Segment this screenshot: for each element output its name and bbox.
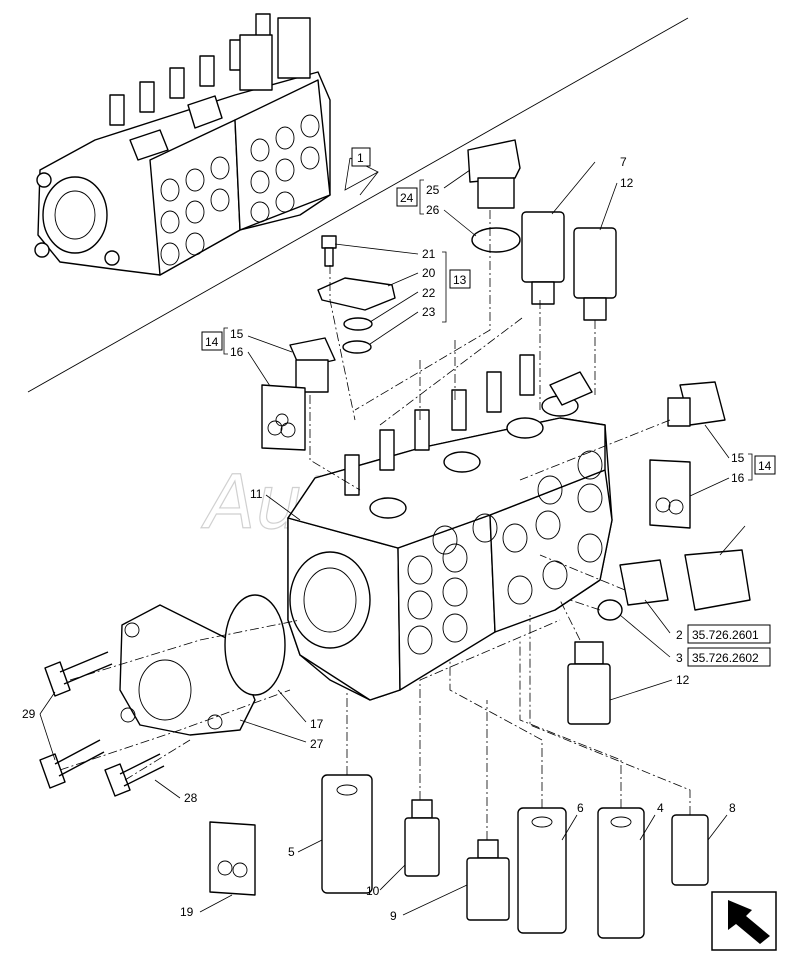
back-arrow-icon bbox=[711, 891, 777, 951]
callout-26: 26 bbox=[426, 203, 440, 217]
callout-19: 19 bbox=[180, 905, 194, 919]
callout-15-left: 15 bbox=[230, 327, 244, 341]
box-14-right: 14 bbox=[754, 455, 776, 475]
callout-2: 2 bbox=[676, 628, 683, 642]
cartridge-7 bbox=[521, 211, 565, 305]
callout-11: 11 bbox=[250, 487, 263, 501]
brackets bbox=[223, 179, 753, 481]
callout-12-mid: 12 bbox=[676, 673, 690, 687]
callout-3: 3 bbox=[676, 651, 683, 665]
ring-22 bbox=[343, 317, 373, 331]
bolts-29 bbox=[39, 651, 113, 789]
flange-27 bbox=[119, 604, 256, 736]
assembly-lines bbox=[59, 210, 691, 840]
callout-10: 10 bbox=[366, 884, 380, 898]
callout-22: 22 bbox=[422, 286, 436, 300]
cartridge-8 bbox=[671, 814, 709, 886]
ref-35-726-2601: 35.726.2601 bbox=[687, 624, 771, 644]
callout-29: 29 bbox=[22, 707, 36, 721]
svg-text:14: 14 bbox=[205, 335, 219, 349]
svg-text:13: 13 bbox=[453, 273, 467, 287]
callout-5: 5 bbox=[288, 845, 295, 859]
callout-27: 27 bbox=[310, 737, 324, 751]
bolt-21 bbox=[321, 235, 337, 267]
cartridge-10 bbox=[404, 799, 440, 877]
box-14-left: 14 bbox=[201, 331, 223, 351]
callout-8: 8 bbox=[729, 801, 736, 815]
plug-2 bbox=[619, 549, 751, 611]
overview-valve-assembly bbox=[34, 13, 331, 276]
callout-16-right: 16 bbox=[731, 471, 745, 485]
box-13: 13 bbox=[449, 269, 471, 289]
cartridge-5 bbox=[321, 774, 373, 894]
callout-6: 6 bbox=[577, 801, 584, 815]
cartridge-12-top bbox=[573, 227, 617, 321]
separator-line bbox=[27, 17, 689, 393]
callout-15-right: 15 bbox=[731, 451, 745, 465]
callout-28: 28 bbox=[184, 791, 198, 805]
seal-kit-bag-16-left bbox=[261, 384, 306, 451]
box-24: 24 bbox=[396, 187, 418, 207]
callout-25: 25 bbox=[426, 183, 440, 197]
svg-text:24: 24 bbox=[400, 191, 414, 205]
cartridge-6 bbox=[517, 807, 567, 934]
cartridge-4 bbox=[597, 807, 645, 939]
callout-21: 21 bbox=[422, 247, 436, 261]
plug-25 bbox=[467, 139, 521, 209]
gasket-20 bbox=[317, 277, 396, 311]
svg-text:35.726.2601: 35.726.2601 bbox=[692, 628, 759, 642]
cartridge-12-mid bbox=[567, 641, 611, 725]
plug-15-right bbox=[667, 381, 726, 427]
callout-12-top: 12 bbox=[620, 176, 634, 190]
o-ring-17 bbox=[224, 594, 286, 696]
svg-text:35.726.2602: 35.726.2602 bbox=[692, 651, 759, 665]
cartridge-9 bbox=[466, 839, 510, 921]
svg-text:14: 14 bbox=[758, 459, 772, 473]
main-valve-block bbox=[287, 354, 613, 701]
callout-numbers: 25 26 7 12 21 20 22 23 15 16 15 16 11 2 … bbox=[22, 155, 745, 923]
leader-lines bbox=[39, 157, 746, 916]
box-1: 1 bbox=[351, 147, 371, 167]
plug-3 bbox=[597, 599, 623, 621]
seal-kit-bag-19 bbox=[209, 821, 256, 896]
ref-35-726-2602: 35.726.2602 bbox=[687, 647, 771, 667]
callout-17: 17 bbox=[310, 717, 324, 731]
ring-23 bbox=[342, 340, 372, 354]
callout-20: 20 bbox=[422, 266, 436, 280]
svg-text:1: 1 bbox=[357, 151, 364, 165]
bolt-28 bbox=[104, 753, 165, 797]
plug-15-left bbox=[289, 337, 336, 393]
callout-9: 9 bbox=[390, 909, 397, 923]
callout-4: 4 bbox=[657, 801, 664, 815]
callout-16-left: 16 bbox=[230, 345, 244, 359]
seal-26 bbox=[471, 227, 521, 253]
seal-kit-bag-16-right bbox=[649, 459, 691, 529]
callout-7: 7 bbox=[620, 155, 627, 169]
callout-23: 23 bbox=[422, 305, 436, 319]
